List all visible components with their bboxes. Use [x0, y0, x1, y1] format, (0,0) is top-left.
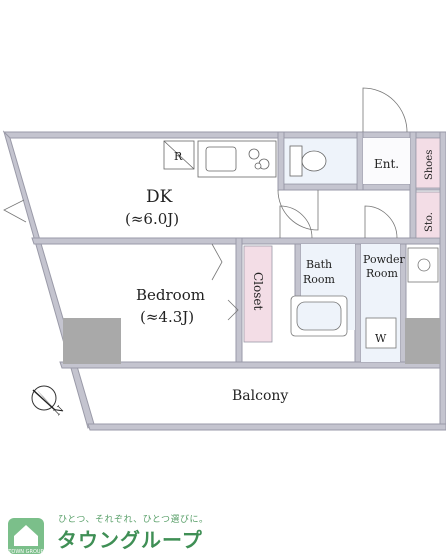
- north-arrow: N: [31, 385, 66, 418]
- toilet-area: [283, 137, 358, 185]
- bedroom-window: [211, 243, 223, 281]
- entrance-floor: [363, 138, 410, 184]
- dk-size: (≈6.0J): [125, 210, 179, 228]
- stove-burner: [254, 162, 262, 170]
- closet-area: Closet: [243, 245, 273, 343]
- doors: [3, 87, 408, 321]
- svg-text:TOWN GROUP: TOWN GROUP: [7, 549, 43, 555]
- toilet-tank: [289, 145, 303, 177]
- dk-door: [279, 205, 313, 239]
- powder-door: [364, 205, 398, 239]
- washbasin-bowl: [417, 258, 431, 272]
- logo-tagline: ひとつ、それぞれ、ひとつ選びに。: [58, 515, 209, 525]
- entrance-label: Ent.: [374, 157, 399, 171]
- bathtub-inner: [296, 301, 342, 331]
- compass-north-label: N: [52, 404, 66, 418]
- front-door: [362, 87, 408, 133]
- walls: [2, 130, 446, 431]
- kitchen-sink: [205, 146, 237, 172]
- balcony-label: Balcony: [232, 388, 288, 404]
- logo-name: タウングループ: [57, 528, 203, 552]
- storage-label: Sto.: [424, 212, 435, 232]
- shoe-cabinet: [415, 137, 441, 189]
- town-group-logo-mark: TOWN GROUP: [7, 518, 44, 555]
- fridge-mark: R: [174, 150, 183, 163]
- storage-cabinet: [415, 191, 441, 239]
- shoes-label: Shoes: [424, 150, 435, 180]
- bath-label-line1: Bath: [306, 258, 332, 271]
- bath-area: Bath Room: [290, 244, 355, 337]
- compass-needle: [36, 389, 53, 407]
- powder-area: Powder Room W: [361, 244, 439, 362]
- dk-fixtures: R: [163, 140, 277, 178]
- column-blocks: [63, 318, 440, 364]
- footer-logo: TOWN GROUP ひとつ、それぞれ、ひとつ選びに。 タウングループ: [0, 510, 446, 560]
- closet-door-mark: [227, 299, 239, 321]
- bedroom-size: (≈4.3J): [140, 308, 194, 326]
- washer-space: [365, 317, 397, 349]
- stove-burner: [248, 148, 260, 160]
- closet-label: Closet: [251, 272, 265, 311]
- toilet-door: [277, 189, 319, 231]
- toilet-bowl: [301, 150, 327, 172]
- washer-mark: W: [375, 332, 387, 345]
- powder-label-line1: Powder: [363, 253, 406, 266]
- left-window-door: [3, 199, 27, 223]
- bedroom-name: Bedroom: [136, 286, 205, 304]
- bath-label-line2: Room: [303, 273, 336, 286]
- entrance-area: Ent. Shoes Sto.: [363, 137, 441, 239]
- dk-name: DK: [146, 187, 173, 207]
- powder-label-line2: Room: [366, 267, 399, 280]
- closet-fill: [243, 245, 273, 343]
